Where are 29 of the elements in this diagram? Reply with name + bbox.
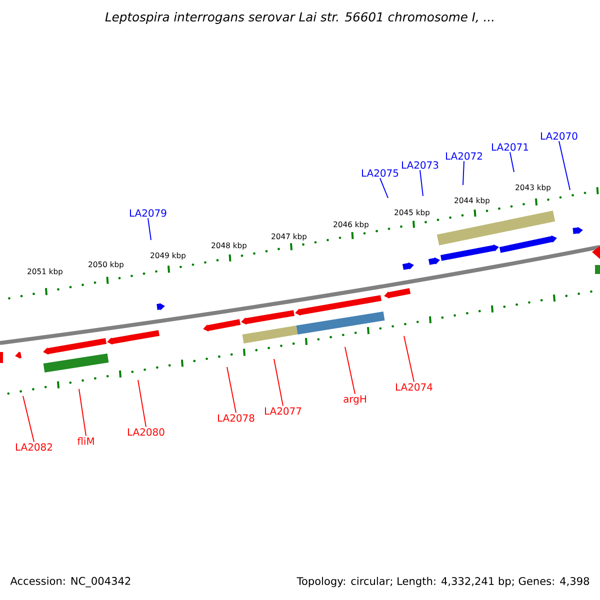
- gene-label: LA2079: [130, 209, 166, 217]
- leader-line: [558, 140, 570, 190]
- title: Leptospira interrogans serovar Lai str. 56601 chromosome I, ...: [105, 12, 494, 24]
- leader-line: [226, 366, 236, 414]
- gene-label: LA2071: [492, 143, 528, 151]
- leader-line: [148, 218, 152, 240]
- leader-line: [404, 336, 414, 382]
- gene-label: LA2077: [265, 407, 302, 415]
- gene-label: argH: [344, 395, 366, 405]
- leader-line: [138, 380, 146, 428]
- leader-line: [462, 160, 464, 186]
- gene-label: LA2073: [402, 161, 438, 169]
- footer-text: Accession: NC_004342: [10, 576, 130, 588]
- gene-label: LA2072: [446, 152, 482, 160]
- gene-label: LA2078: [218, 414, 254, 422]
- leader-line: [274, 358, 284, 406]
- leader-line: [22, 396, 34, 442]
- footer-text: Topology: circular; Length: 4,332,241 bp; Genes: 4,398: [296, 576, 590, 588]
- gene-label: LA2080: [128, 428, 164, 436]
- leader-line: [344, 346, 356, 394]
- gene-label: LA2074: [396, 383, 432, 391]
- leader-line: [510, 152, 514, 172]
- leader-line: [78, 388, 86, 436]
- gene-label: fliM: [77, 437, 94, 445]
- leader-line: [380, 178, 388, 198]
- gene-label: LA2082: [16, 443, 52, 451]
- gene-label: LA2075: [362, 169, 398, 177]
- gene-label: LA2070: [541, 132, 578, 140]
- leader-line: [420, 170, 424, 196]
